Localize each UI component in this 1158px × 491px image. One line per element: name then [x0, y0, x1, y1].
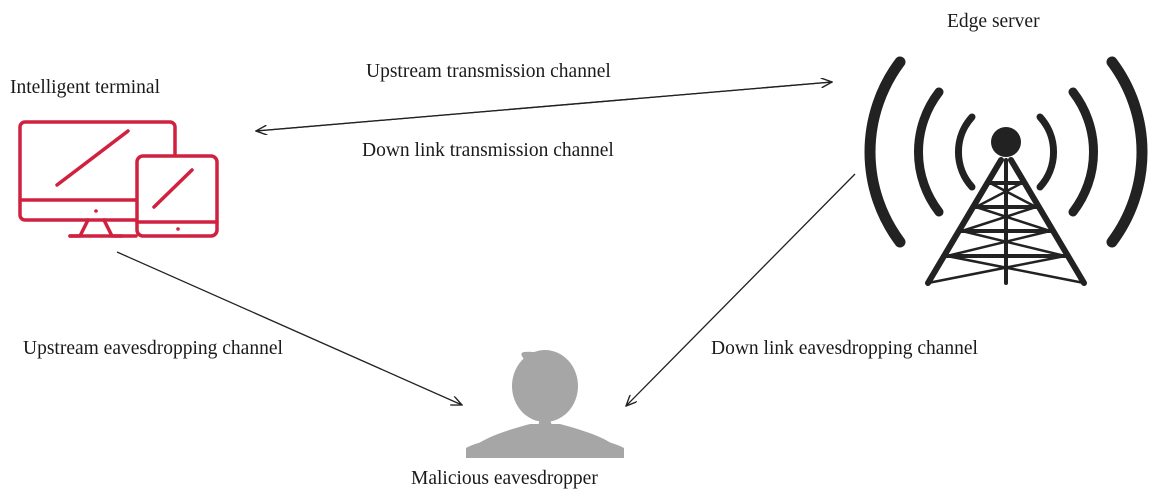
eavesdropper-label: Malicious eavesdropper — [411, 468, 598, 489]
downlink-eavesdropping-arrow — [626, 173, 856, 406]
radio-tower-icon — [864, 56, 1148, 286]
server-label: Edge server — [947, 11, 1040, 32]
upstream-transmission-label: Upstream transmission channel — [366, 61, 611, 82]
downlink-transmission-label: Down link transmission channel — [362, 140, 614, 161]
downlink-transmission-arrow — [256, 81, 833, 131]
terminal-label: Intelligent terminal — [10, 77, 160, 98]
downlink-eavesdropping-label: Down link eavesdropping channel — [711, 338, 978, 359]
upstream-eavesdropping-arrow — [116, 251, 462, 405]
monitor-tablet-icon — [18, 120, 219, 238]
person-silhouette-icon — [466, 350, 624, 458]
upstream-eavesdropping-label: Upstream eavesdropping channel — [23, 338, 283, 359]
